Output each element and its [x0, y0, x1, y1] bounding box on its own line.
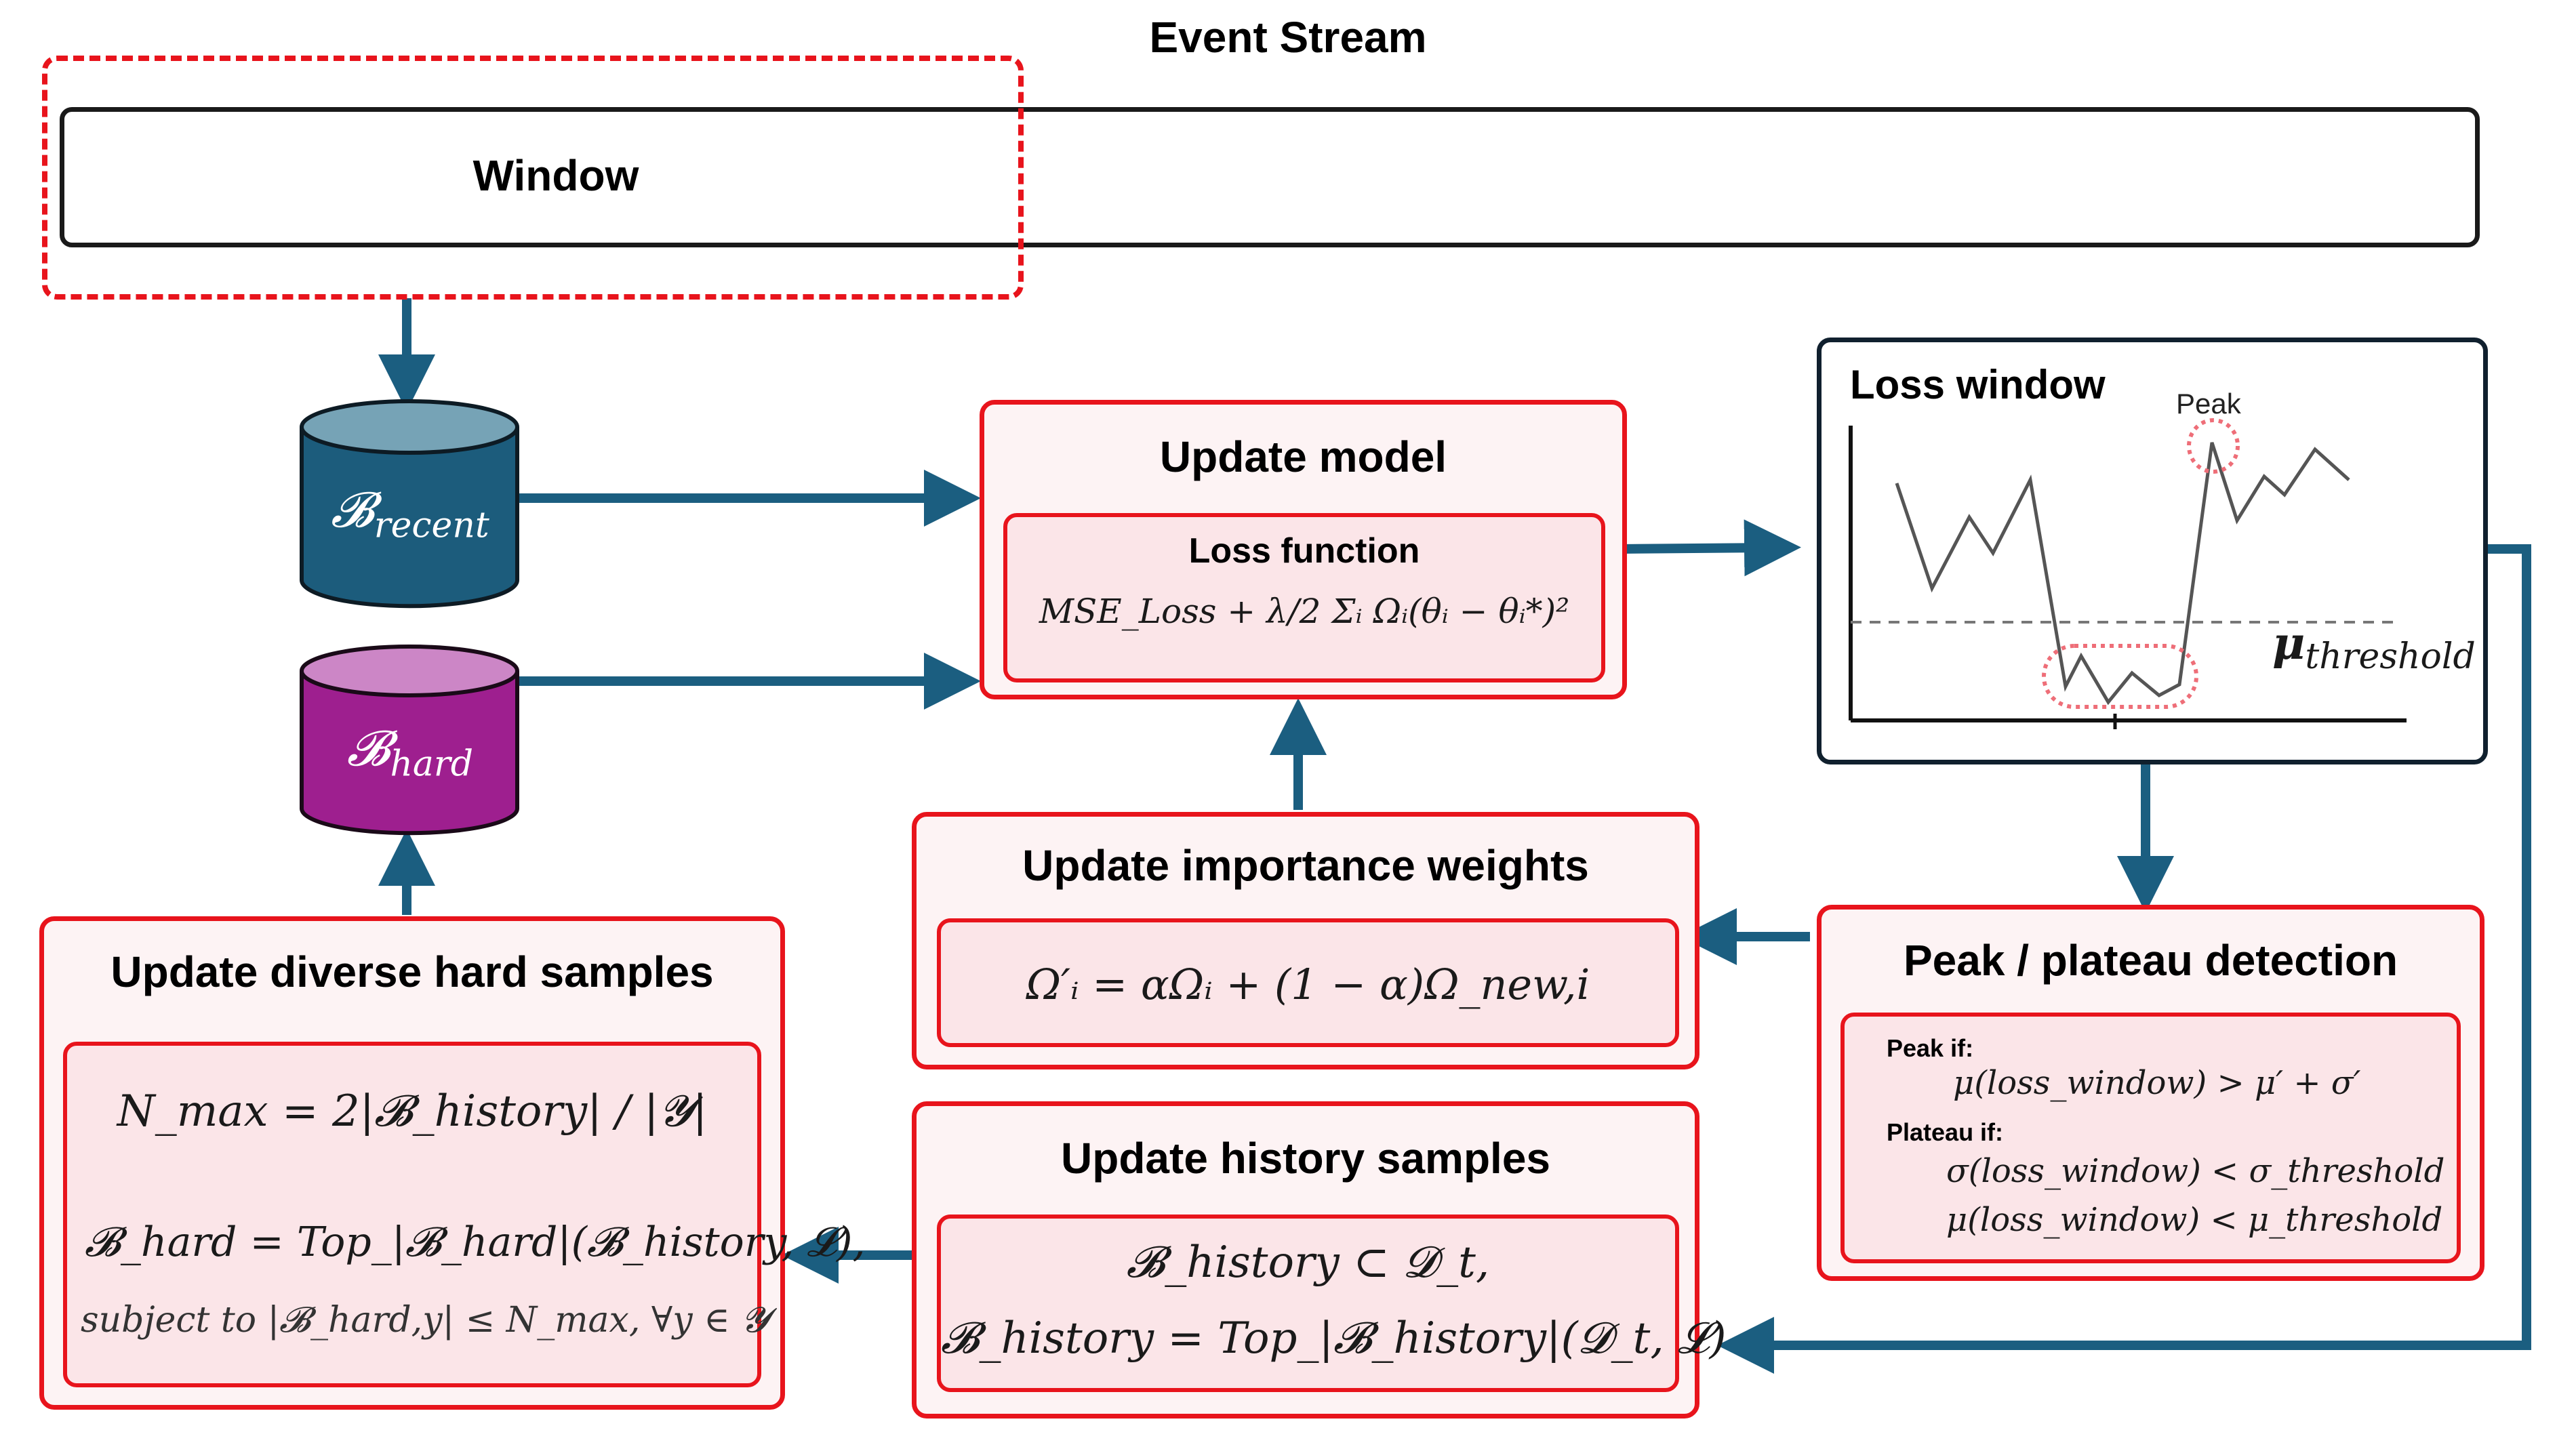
- plateau-rule-2: μ(loss_window) < μ_threshold: [1946, 1201, 2443, 1239]
- event-stream-label: Event Stream: [1149, 13, 1427, 62]
- subject-to-constraint: subject to |𝓑_hard,y| ≤ N_max, ∀y ∈ 𝓨: [81, 1300, 769, 1341]
- peak-label: Peak: [2176, 388, 2241, 420]
- peak-if-label: Peak if:: [1887, 1034, 1974, 1062]
- plateau-if-label: Plateau if:: [1887, 1118, 2004, 1146]
- threshold-label: μthreshold: [2272, 617, 2476, 678]
- update-model-title: Update model: [1159, 432, 1447, 481]
- history-title: Update history samples: [1061, 1134, 1550, 1183]
- arrow-losswindow-to-history: [1717, 544, 2531, 1374]
- hard-samples-title: Update diverse hard samples: [110, 947, 714, 996]
- importance-title: Update importance weights: [1022, 841, 1589, 890]
- peak-marker: [2187, 418, 2240, 474]
- plateau-marker: [2042, 644, 2198, 709]
- plateau-rule-1: σ(loss_window) < σ_threshold: [1946, 1152, 2445, 1190]
- arrow-model-to-losswindow: [1619, 519, 1801, 577]
- hard-buffer-subscript: hard: [390, 743, 474, 785]
- hard-buffer-label: 𝓑hard: [346, 720, 474, 785]
- history-formula-2: 𝓑_history = Top_|𝓑_history|(𝓓_t, 𝓛): [941, 1313, 1727, 1364]
- detection-rules-box: Peak if: μ(loss_window) > μ′ + σ′ Platea…: [1840, 1013, 2461, 1263]
- event-stream-bar: [60, 107, 2480, 247]
- window-label: Window: [472, 151, 639, 200]
- peak-rule: μ(loss_window) > μ′ + σ′: [1953, 1064, 2361, 1102]
- hard-samples-box: Update diverse hard samples N_max = 2|𝓑_…: [39, 916, 866, 1410]
- loss-window-plot: [1849, 418, 2407, 729]
- window-dashed-frame: [42, 56, 1024, 300]
- update-model-box: Update model Loss function MSE_Loss + λ/…: [980, 400, 1627, 699]
- hard-samples-formula-box: N_max = 2|𝓑_history| / |𝓨| 𝓑_hard = Top_…: [63, 1042, 866, 1387]
- history-formula-box: 𝓑_history ⊂ 𝓓_t, 𝓑_history = Top_|𝓑_hist…: [937, 1215, 1727, 1392]
- recent-buffer-database: [300, 399, 519, 609]
- nmax-formula: N_max = 2|𝓑_history| / |𝓨|: [117, 1086, 708, 1137]
- recent-buffer-subscript: recent: [374, 505, 489, 546]
- importance-formula: Ω′ᵢ = αΩᵢ + (1 − α)Ω_new,i: [1026, 960, 1590, 1009]
- threshold-subscript: threshold: [2305, 636, 2476, 678]
- recent-buffer-label: 𝓑recent: [331, 481, 489, 546]
- bhard-formula: 𝓑_hard = Top_|𝓑_hard|(𝓑_history, 𝓛),: [85, 1219, 866, 1266]
- importance-box: Update importance weights Ω′ᵢ = αΩᵢ + (1…: [912, 812, 1699, 1069]
- detection-box: Peak / plateau detection Peak if: μ(loss…: [1817, 905, 2484, 1281]
- detection-title: Peak / plateau detection: [1903, 936, 2398, 985]
- history-formula-1: 𝓑_history ⊂ 𝓓_t,: [1126, 1238, 1490, 1288]
- history-box: Update history samples 𝓑_history ⊂ 𝓓_t, …: [912, 1101, 1727, 1419]
- hard-buffer-database: [300, 645, 519, 836]
- loss-function-title: Loss function: [1188, 531, 1420, 571]
- loss-curve: [1895, 442, 2350, 706]
- loss-window-box: Loss window: [1817, 338, 2488, 764]
- loss-window-title: Loss window: [1850, 362, 2106, 407]
- loss-function-formula: MSE_Loss + λ/2 Σᵢ Ωᵢ(θᵢ − θᵢ*)²: [1039, 592, 1570, 631]
- loss-function-box: Loss function MSE_Loss + λ/2 Σᵢ Ωᵢ(θᵢ − …: [1003, 513, 1605, 682]
- importance-formula-box: Ω′ᵢ = αΩᵢ + (1 − α)Ω_new,i: [937, 918, 1679, 1047]
